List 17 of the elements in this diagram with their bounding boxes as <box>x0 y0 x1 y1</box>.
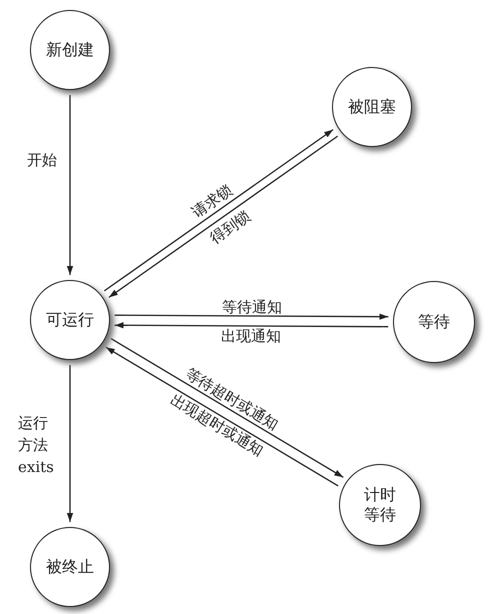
arrow <box>110 338 344 478</box>
edge-label: 开始 <box>26 151 58 169</box>
edge-label: 出现通知 <box>220 326 282 346</box>
state-name: 被阻塞 <box>348 97 396 117</box>
state-name: 新创建 <box>46 40 94 60</box>
state-circle <box>339 464 421 546</box>
edge-label: 等待通知 <box>220 298 283 316</box>
arrow <box>66 365 74 522</box>
arrow <box>66 95 74 275</box>
state-name: 等待 <box>418 312 450 332</box>
state-circle <box>332 67 412 147</box>
state-name: 被终止 <box>46 557 94 577</box>
arrow <box>114 314 388 320</box>
state-name: 可运行 <box>46 310 94 330</box>
arrow <box>105 346 339 486</box>
arrow <box>114 322 388 328</box>
state-name: 计时等待 <box>363 485 397 525</box>
